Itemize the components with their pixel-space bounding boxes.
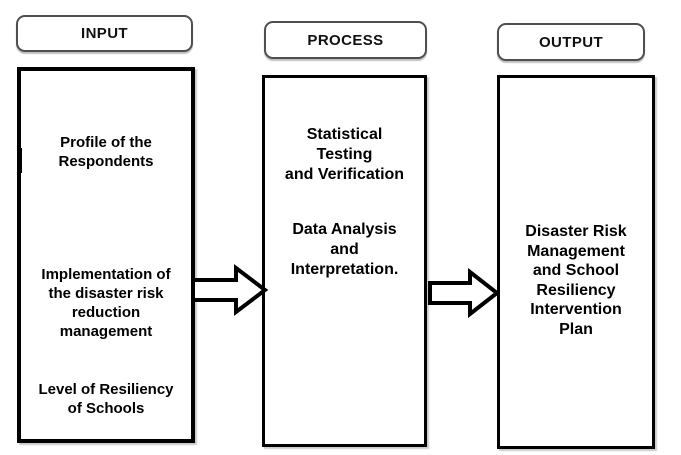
input-item-implementation: Implementation of the disaster risk redu… — [41, 266, 171, 340]
input-item-profile: Profile of the Respondents — [58, 134, 154, 170]
header-process: PROCESS — [264, 21, 427, 59]
header-input-label: INPUT — [81, 25, 128, 42]
header-output: OUTPUT — [497, 23, 645, 61]
flow-arrow-process-to-output — [428, 267, 501, 323]
right-arrow-icon — [191, 263, 269, 317]
input-box — [17, 67, 195, 443]
process-box — [262, 75, 427, 447]
flow-arrow-input-to-process — [191, 263, 269, 322]
input-item-resiliency-level: Level of Resiliency of Schools — [38, 381, 174, 417]
process-item-statistical-testing: Statistical Testing and Verification — [284, 126, 405, 183]
text-cursor-artifact — [20, 148, 22, 173]
header-input: INPUT — [16, 15, 193, 52]
process-item-data-analysis: Data Analysis and Interpretation. — [290, 221, 399, 278]
header-process-label: PROCESS — [307, 31, 384, 49]
output-box — [497, 75, 655, 449]
output-item-intervention-plan: Disaster Risk Management and School Resi… — [525, 223, 627, 338]
header-output-label: OUTPUT — [538, 33, 604, 51]
right-arrow-icon — [428, 267, 501, 319]
